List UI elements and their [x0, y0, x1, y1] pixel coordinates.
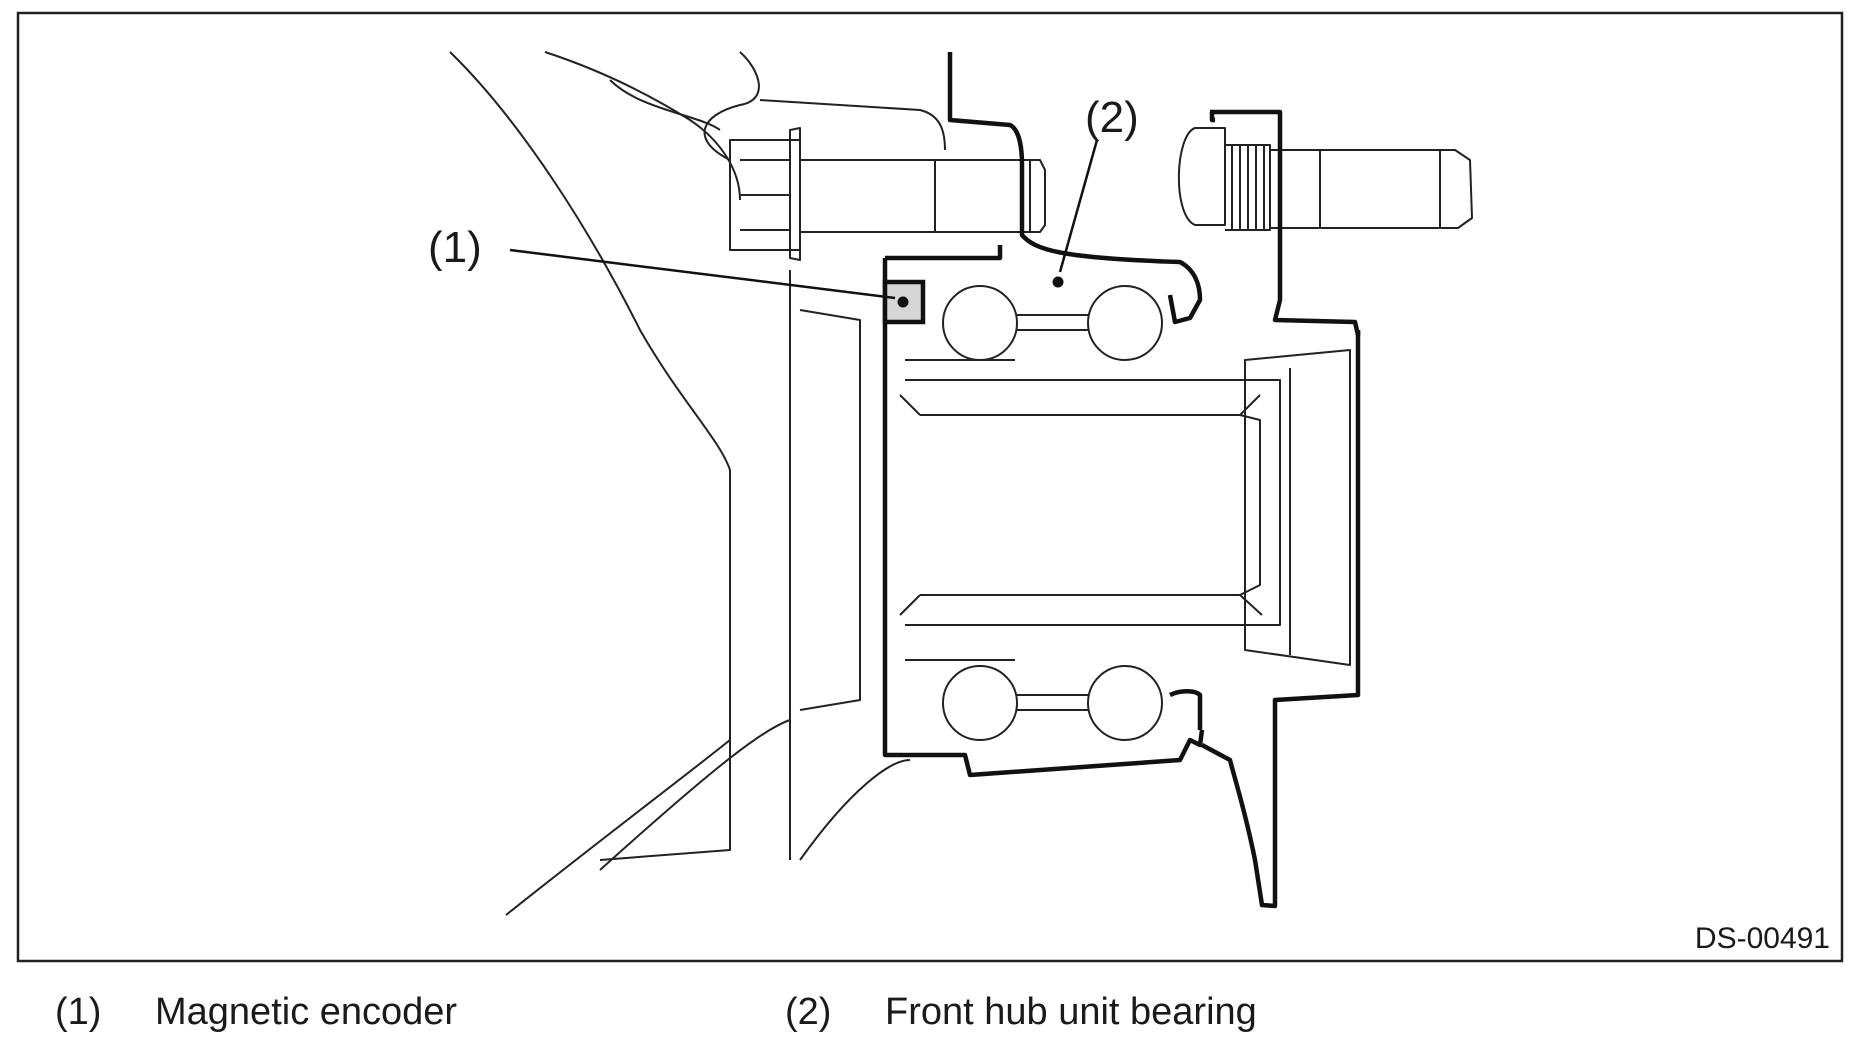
hub-inner-bore: [899, 349, 1351, 666]
legend-item-2: (2) Front hub unit bearing: [785, 990, 1257, 1034]
legend-item-1: (1) Magnetic encoder: [55, 990, 457, 1034]
magnetic-encoder: [882, 279, 926, 325]
figure-code: DS-00491: [1695, 922, 1830, 955]
steering-knuckle-outline: [449, 51, 946, 916]
callout-2-leader: [1058, 139, 1099, 273]
legend-number: (1): [55, 991, 102, 1033]
hub-bolt: [729, 127, 1046, 261]
wheel-stud: [1177, 127, 1473, 231]
legend-number: (2): [785, 991, 832, 1033]
bearing-outer-race: [882, 52, 1361, 909]
bearing-leader-dot: [1052, 276, 1064, 288]
legend-text: Magnetic encoder: [155, 991, 458, 1033]
figure-frame: [16, 11, 1844, 963]
callout-1-label: (1): [428, 223, 482, 272]
legend-text: Front hub unit bearing: [885, 991, 1257, 1033]
callout-2-label: (2): [1085, 93, 1139, 142]
bearing-balls: [905, 285, 1163, 741]
callout-1-leader: [509, 248, 896, 300]
